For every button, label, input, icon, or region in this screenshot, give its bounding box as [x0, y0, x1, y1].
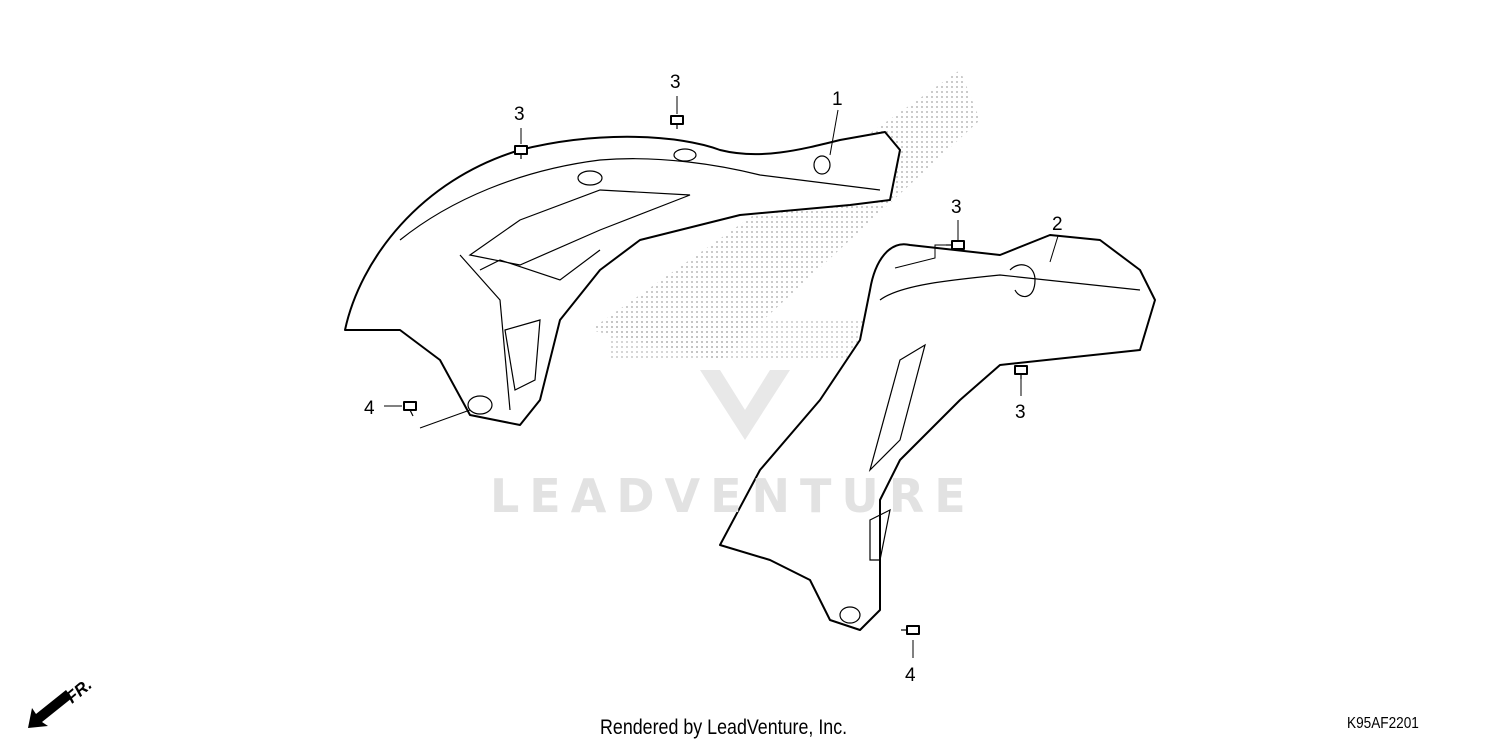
callout-3c[interactable]: 3: [951, 197, 962, 218]
part-1-left-shroud[interactable]: [344, 131, 901, 426]
callout-4a[interactable]: 4: [364, 398, 375, 419]
bolt-icon: [670, 115, 684, 129]
front-direction-arrow: FR.: [28, 675, 96, 728]
bolt-icon: [901, 625, 920, 635]
callout-3a[interactable]: 3: [514, 104, 525, 125]
arrow-icon: [28, 690, 72, 728]
callout-3d[interactable]: 3: [1015, 402, 1026, 423]
diagram-code: K95AF2201: [1347, 715, 1419, 732]
bolt-icon: [1014, 365, 1028, 379]
front-label: FR.: [62, 675, 95, 707]
callout-2[interactable]: 2: [1052, 214, 1063, 235]
bolt-icon: [514, 145, 528, 159]
footer-credit: Rendered by LeadVenture, Inc.: [600, 716, 848, 739]
leader-lines: [384, 96, 1059, 658]
callout-3b[interactable]: 3: [670, 72, 681, 93]
callout-1[interactable]: 1: [832, 89, 843, 110]
bolt-icon: [946, 240, 965, 250]
bolt-icons: [403, 115, 1028, 635]
bolt-icon: [403, 401, 417, 417]
callout-4b[interactable]: 4: [905, 665, 916, 686]
watermark-text: LEADVENTURE: [490, 469, 976, 523]
part-2-right-shroud[interactable]: [719, 234, 1156, 631]
